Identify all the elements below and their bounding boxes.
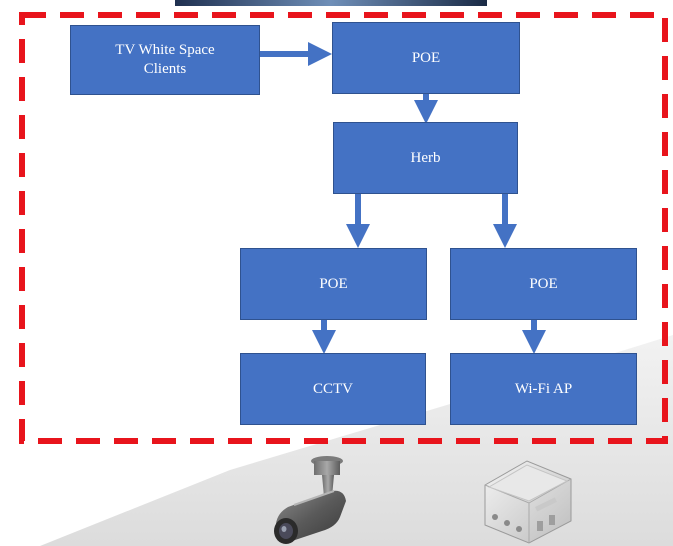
node-label: Wi-Fi AP <box>514 380 573 397</box>
node-wifi-ap: Wi-Fi AP <box>450 353 637 425</box>
outdoor-access-point-icon <box>484 460 572 544</box>
node-cctv: CCTV <box>240 353 426 425</box>
node-poe-top: POE <box>332 22 520 94</box>
node-label: CCTV <box>312 380 353 397</box>
cctv-camera-icon <box>274 456 346 544</box>
node-label: TV White Space Clients <box>115 42 215 77</box>
top-image-strip <box>175 0 487 6</box>
node-label: POE <box>529 275 558 292</box>
node-tv-white-space-clients: TV White Space Clients <box>70 25 260 95</box>
node-poe-left: POE <box>240 248 427 320</box>
node-label: POE <box>319 275 348 292</box>
node-herb: Herb <box>333 122 518 194</box>
node-poe-right: POE <box>450 248 637 320</box>
site-boundary <box>19 12 668 444</box>
node-label: POE <box>411 49 441 66</box>
node-label: Herb <box>410 149 441 166</box>
